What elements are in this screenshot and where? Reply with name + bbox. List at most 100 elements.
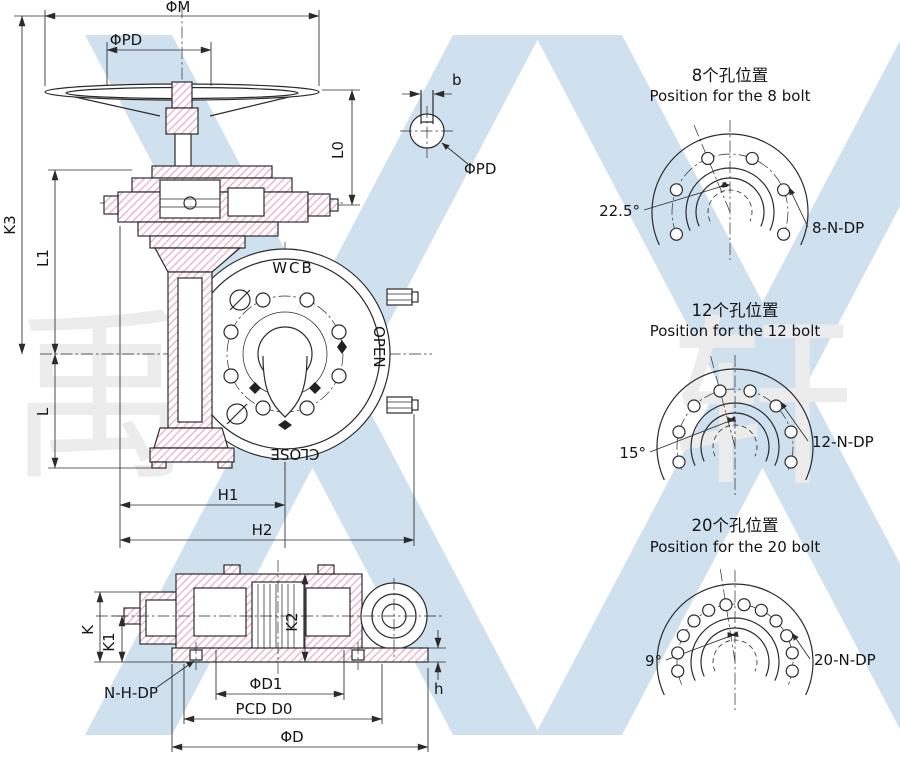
flange-od-arc xyxy=(651,133,809,246)
bolt-hole xyxy=(669,183,684,197)
extension-lines xyxy=(183,664,383,724)
bolt-hole xyxy=(331,368,347,384)
yoke-column xyxy=(149,247,242,469)
bolt-hole xyxy=(785,646,799,660)
inner-bore-arc xyxy=(707,189,753,222)
front-view: WCB OPEN CLOSE ΦM ΦPD L0 xyxy=(1,0,432,548)
callout-leader xyxy=(788,187,809,228)
angle-dim-arc xyxy=(727,416,736,424)
diagram-title-cn: 12个孔位置 xyxy=(692,301,779,320)
indicator-diamond xyxy=(337,340,347,354)
dim-label: ΦD xyxy=(280,728,303,746)
bolt-hole xyxy=(299,292,315,308)
angle-label: 22.5° xyxy=(599,202,640,220)
dim-label: ΦPD xyxy=(464,160,496,178)
dim-label: K1 xyxy=(100,632,118,651)
flange-plate xyxy=(171,647,429,663)
dim-label: h xyxy=(434,680,444,698)
top-bolt xyxy=(317,564,335,575)
dim-label: K3 xyxy=(1,215,19,234)
bolt-hole xyxy=(687,614,701,628)
bearing-cap-right xyxy=(307,193,331,217)
key-detail: b ΦPD xyxy=(400,71,496,178)
stub-threads xyxy=(387,401,412,409)
dim-label: ΦM xyxy=(166,0,191,16)
stub-threads xyxy=(387,293,412,301)
bolt-hole xyxy=(713,384,727,398)
dim-label: L0 xyxy=(329,141,347,159)
angle-label: 15° xyxy=(619,444,646,462)
dim-label: K2 xyxy=(283,612,301,631)
bolt-hole xyxy=(776,227,791,241)
inner-bore-arc xyxy=(712,639,758,672)
dim-label: b xyxy=(452,71,462,89)
bolt-hole xyxy=(223,324,239,340)
inner-bore-arc xyxy=(712,424,758,457)
section-view: K K1 K2 h N-H-DP ΦD1 PCD D0 xyxy=(79,560,446,752)
dim-h1: H1 xyxy=(119,226,286,548)
handwheel xyxy=(44,81,320,135)
gearbox-top-flange xyxy=(151,165,273,179)
dim-k1: K1 xyxy=(100,615,126,663)
stub-cap xyxy=(411,399,419,411)
callout-leader xyxy=(791,632,811,660)
bolt-hole xyxy=(676,629,690,643)
flange-od-arc xyxy=(656,583,814,696)
dim-l: L xyxy=(34,353,152,469)
gearbox-lower-body xyxy=(137,221,279,237)
dim-label: H2 xyxy=(252,521,273,539)
position-pointer xyxy=(262,355,308,418)
diagram-title-en: Position for the 20 bolt xyxy=(650,538,821,556)
bearing-cap-right-end xyxy=(329,198,339,212)
handwheel-nut xyxy=(171,81,193,109)
bolt-circle-arc xyxy=(671,153,789,235)
phi-pd-leader xyxy=(441,142,469,165)
housing-section xyxy=(175,564,363,651)
bolt-diagram-20: 20个孔位置 Position for the 20 bolt 9° 20-N-… xyxy=(645,516,876,710)
flange-od-arc xyxy=(656,368,814,481)
extension-lines xyxy=(44,10,320,86)
hub-arc xyxy=(690,617,780,681)
bolt-hole xyxy=(702,603,716,617)
bolt-hole xyxy=(671,664,685,678)
hub-arc xyxy=(685,167,775,231)
bearing-cap-left xyxy=(103,195,119,215)
gear-detail xyxy=(227,187,265,217)
leader-line xyxy=(155,660,195,689)
bolt-diagram-8: 8个孔位置 Position for the 8 bolt 22.5° 8-N-… xyxy=(599,66,864,260)
gear-body: WCB OPEN CLOSE xyxy=(179,248,419,463)
bolt-hole xyxy=(719,598,733,612)
dim-label: ΦPD xyxy=(110,31,142,49)
bolt-hole xyxy=(785,664,799,678)
angle-label: 9° xyxy=(645,652,662,670)
dim-pcd-d0: PCD D0 xyxy=(183,664,383,724)
bracket-cavity xyxy=(145,599,181,637)
dim-label: K xyxy=(79,624,97,635)
foot-pad xyxy=(151,461,167,469)
dim-phi-d1: ΦD1 xyxy=(215,650,345,700)
diagram-title-cn: 8个孔位置 xyxy=(692,66,769,85)
bore-arc xyxy=(695,177,765,227)
foot-pad xyxy=(217,461,233,469)
dim-phi-d: ΦD xyxy=(171,664,429,752)
section-centerlines xyxy=(96,560,444,674)
bottom-flange xyxy=(171,642,429,670)
first-hole-axis xyxy=(709,354,736,448)
bolt-hole xyxy=(737,598,751,612)
material-marking: WCB xyxy=(272,259,314,277)
grease-fitting-slash xyxy=(226,403,248,425)
dim-label: H1 xyxy=(218,486,239,504)
bolt-hole xyxy=(780,629,794,643)
dim-k: K xyxy=(79,591,172,663)
first-hole-axis xyxy=(719,567,736,663)
bolt-hole xyxy=(671,646,685,660)
diagram-title-en: Position for the 12 bolt xyxy=(650,322,821,340)
angle-leader xyxy=(649,419,732,453)
limit-stop-stub xyxy=(386,396,419,414)
bolt-hole xyxy=(331,324,347,340)
bolt-hole xyxy=(255,400,271,416)
close-marking: CLOSE xyxy=(270,445,319,463)
dim-k2: K2 xyxy=(283,573,309,663)
dim-label: L1 xyxy=(34,249,52,267)
